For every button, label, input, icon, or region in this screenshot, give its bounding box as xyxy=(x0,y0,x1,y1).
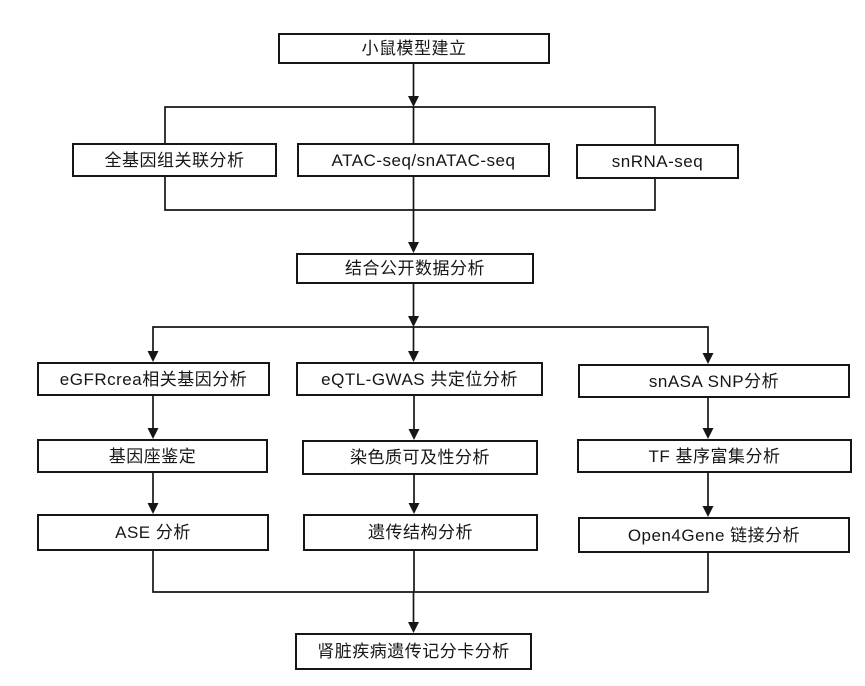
node-public-data: 结合公开数据分析 xyxy=(296,253,534,284)
node-chromatin-access: 染色质可及性分析 xyxy=(302,440,538,475)
node-snasa-snp: snASA SNP分析 xyxy=(578,364,850,398)
node-open4gene: Open4Gene 链接分析 xyxy=(578,517,850,553)
node-tf-motif: TF 基序富集分析 xyxy=(577,439,852,473)
node-ase: ASE 分析 xyxy=(37,514,269,551)
node-mouse-model: 小鼠模型建立 xyxy=(278,33,550,64)
node-atac-seq: ATAC-seq/snATAC-seq xyxy=(297,143,550,177)
node-scorecard: 肾脏疾病遗传记分卡分析 xyxy=(295,633,532,670)
node-genetic-structure: 遗传结构分析 xyxy=(303,514,538,551)
node-egfr-genes: eGFRcrea相关基因分析 xyxy=(37,362,270,396)
node-snrna-seq: snRNA-seq xyxy=(576,144,739,179)
node-gene-locus: 基因座鉴定 xyxy=(37,439,268,473)
node-gwas: 全基因组关联分析 xyxy=(72,143,277,177)
node-eqtl-gwas-coloc: eQTL-GWAS 共定位分析 xyxy=(296,362,543,396)
